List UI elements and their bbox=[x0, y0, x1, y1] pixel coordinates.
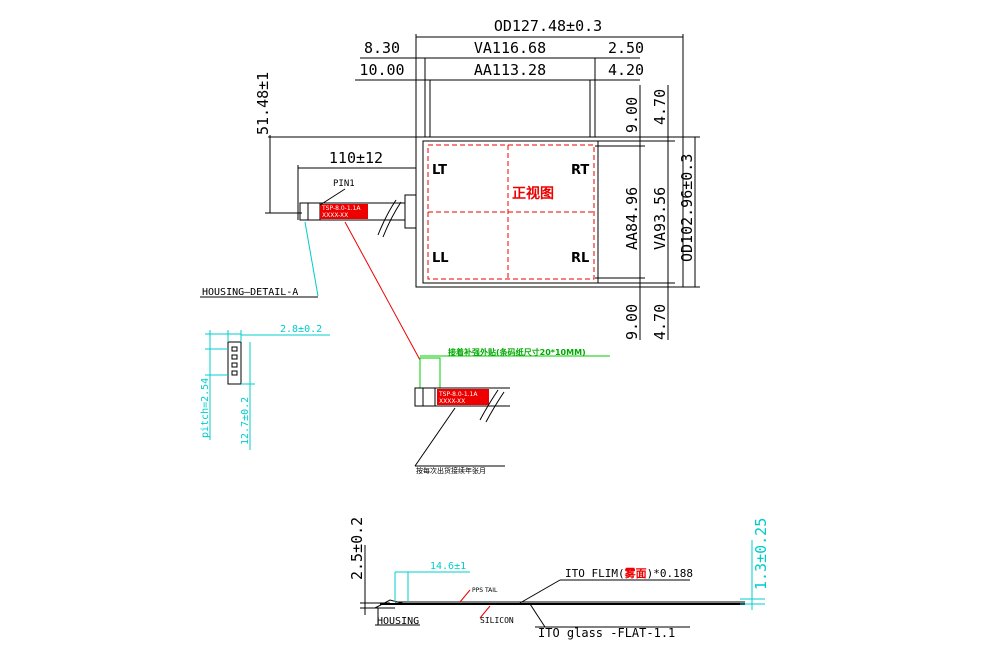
bottom-va-margin-label: 4.70 bbox=[651, 304, 669, 340]
zoom-tag-line1: TSP-8.0-1.1A bbox=[438, 391, 478, 398]
label-tag-line2: XXXX-XX bbox=[322, 212, 348, 219]
corner-lt: LT bbox=[432, 163, 447, 178]
corner-rt: RT bbox=[571, 163, 589, 178]
fpc-label-tag bbox=[320, 204, 368, 219]
od-width-label: OD127.48±0.3 bbox=[494, 17, 602, 35]
thickness-label: 2.5±0.2 bbox=[348, 517, 366, 580]
right-dimensions: 9.00 4.70 AA84.96 VA93.56 OD102.96±0.3 9… bbox=[595, 85, 700, 340]
pps-tail-label: PPS TAIL bbox=[472, 587, 498, 594]
zoom-label-tag bbox=[437, 389, 489, 405]
connector-detail: 2.8±0.2 pitch=2.54 12.7±0.2 bbox=[200, 324, 330, 450]
right-aa-margin-label: 4.20 bbox=[608, 61, 644, 79]
housing-label: HOUSING bbox=[377, 616, 419, 627]
od-height-label: OD102.96±0.3 bbox=[678, 154, 696, 262]
green-note: 接着补强外贴(条码纸尺寸20*10MM) bbox=[448, 347, 586, 357]
housing-detail-callout: HOUSING—DETAIL-A bbox=[200, 221, 421, 361]
aa-height-label: AA84.96 bbox=[623, 187, 641, 250]
bottom-aa-margin-label: 9.00 bbox=[623, 304, 641, 340]
corner-rl: RL bbox=[571, 251, 589, 266]
right-va-margin-label: 2.50 bbox=[608, 39, 644, 57]
label-tag-line1: TSP-8.0-1.1A bbox=[321, 205, 361, 212]
pitch-label: pitch=2.54 bbox=[200, 378, 211, 438]
va-width-label: VA116.68 bbox=[474, 39, 546, 57]
top-aa-margin-label: 9.00 bbox=[623, 97, 641, 133]
aa-width-label: AA113.28 bbox=[474, 61, 546, 79]
connector-length-label: 12.7±0.2 bbox=[240, 397, 251, 445]
front-view-title: 正视图 bbox=[512, 185, 554, 202]
corner-ll: LL bbox=[432, 251, 449, 266]
label-zoom-detail: 接着补强外贴(条码纸尺寸20*10MM) TSP-8.0-1.1A XXXX-X… bbox=[414, 347, 610, 475]
ito-film-thickness-label: 1.3±0.25 bbox=[752, 518, 770, 590]
tail-width-label: 14.6±1 bbox=[430, 561, 466, 572]
front-view-panel: LT RT LL RL 正视图 bbox=[415, 136, 684, 288]
connector-width-label: 2.8±0.2 bbox=[280, 324, 322, 335]
va-height-label: VA93.56 bbox=[651, 187, 669, 250]
top-va-margin-label: 4.70 bbox=[651, 89, 669, 125]
zoom-tag-line2: XXXX-XX bbox=[439, 398, 465, 405]
ito-film-label: ITO FLIM(雾面)*0.188 bbox=[565, 566, 693, 580]
silicon-label: SILICON bbox=[480, 616, 514, 625]
left-aa-margin-label: 10.00 bbox=[359, 61, 404, 79]
fpc-tail: TSP-8.0-1.1A XXXX-XX PIN1 bbox=[299, 179, 417, 238]
tail-length-label: 110±12 bbox=[329, 149, 383, 167]
top-dimensions: OD127.48±0.3 8.30 VA116.68 2.50 10.00 AA… bbox=[355, 17, 684, 137]
left-va-margin-label: 8.30 bbox=[364, 39, 400, 57]
bottom-note: 按每次出货接续年张月 bbox=[416, 466, 486, 475]
side-view: 2.5±0.2 14.6±1 1.3±0.25 ITO FLIM(雾面)*0.1… bbox=[348, 517, 770, 640]
tail-height-dimension: 51.48±1 110±12 bbox=[254, 72, 416, 220]
ito-glass-label: ITO glass -FLAT-1.1 bbox=[538, 626, 675, 640]
tail-height-label: 51.48±1 bbox=[254, 72, 272, 135]
pin1-label: PIN1 bbox=[333, 179, 355, 189]
housing-detail-label: HOUSING—DETAIL-A bbox=[202, 287, 298, 298]
